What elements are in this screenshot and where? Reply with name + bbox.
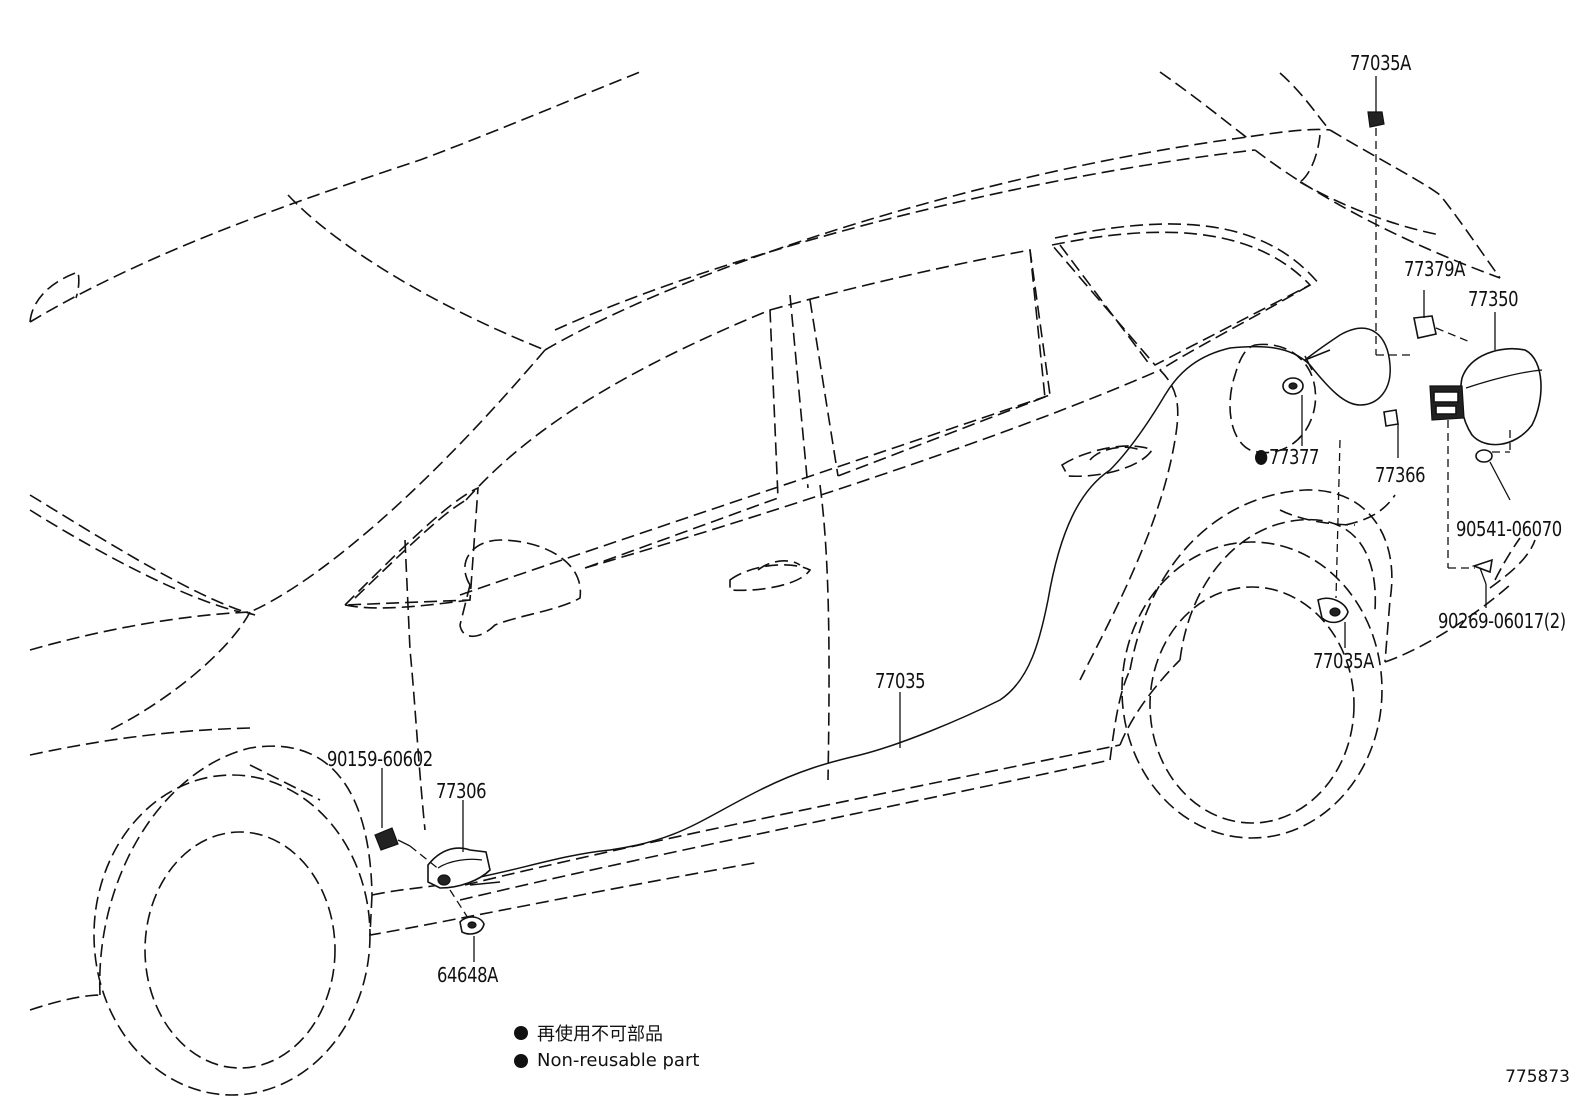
part-label-90541: 90541-06070 [1456, 517, 1562, 541]
part-label-77377: 77377 [1255, 446, 1319, 468]
legend-text-en: Non-reusable part [537, 1050, 700, 1071]
diagram-id: 775873 [1505, 1067, 1570, 1087]
legend-non-reusable-jp: 再使用不可部品 [514, 1020, 663, 1046]
part-label-90269: 90269-06017(2) [1438, 609, 1566, 633]
legend-non-reusable-en: Non-reusable part [514, 1050, 699, 1071]
part-label-77306: 77306 [436, 779, 487, 803]
non-reusable-dot-icon [514, 1053, 528, 1068]
part-label-77366: 77366 [1375, 463, 1426, 487]
part-label-77035a-bottom: 77035A [1313, 649, 1374, 673]
part-label-90159: 90159-60602 [327, 747, 433, 771]
part-label-77350: 77350 [1468, 287, 1519, 311]
non-reusable-dot-icon [514, 1026, 528, 1040]
part-label-77379a: 77379A [1404, 257, 1465, 281]
non-reusable-dot-icon [1255, 450, 1268, 465]
legend-text-jp: 再使用不可部品 [537, 1024, 663, 1045]
part-label-77035a-top: 77035A [1350, 51, 1411, 75]
part-label-77035: 77035 [875, 669, 926, 693]
part-label-64648a: 64648A [437, 963, 498, 987]
